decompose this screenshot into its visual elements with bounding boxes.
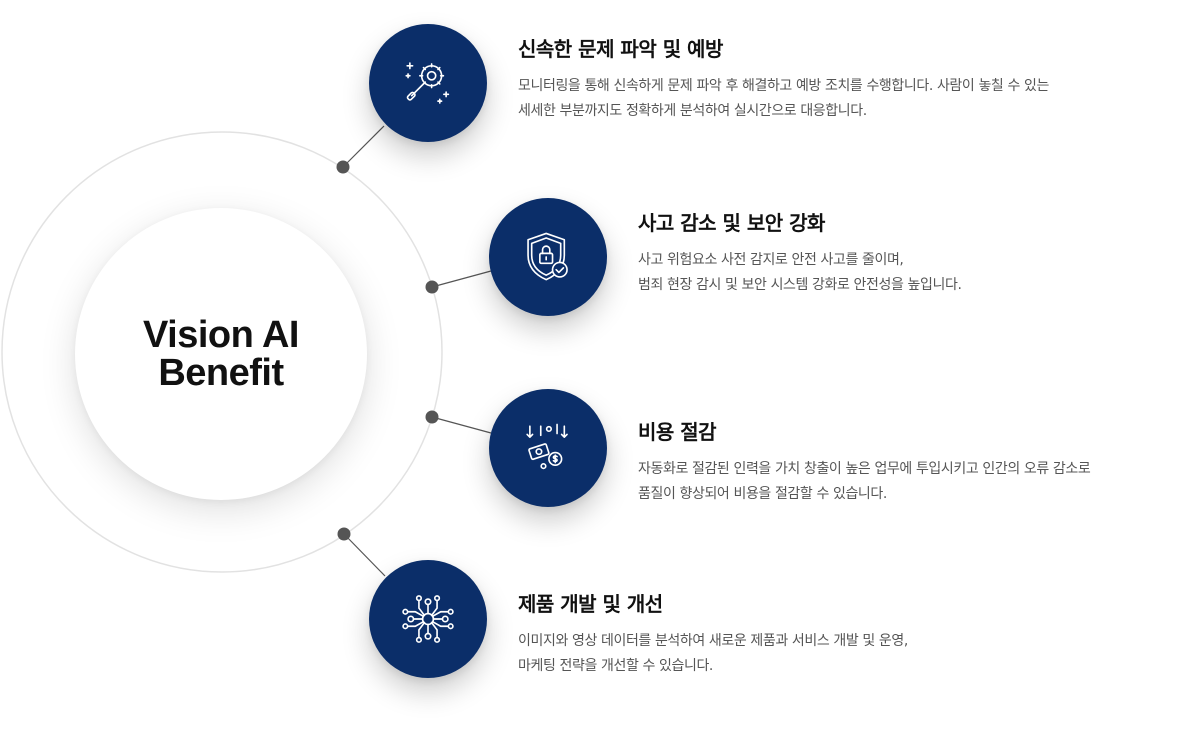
benefit-node-detection bbox=[369, 24, 487, 142]
item-description: 자동화로 절감된 인력을 가치 창출이 높은 업무에 투입시키고 인간의 오류 … bbox=[638, 457, 1091, 507]
item-description-line: 자동화로 절감된 인력을 가치 창출이 높은 업무에 투입시키고 인간의 오류 … bbox=[638, 461, 1091, 477]
item-description: 이미지와 영상 데이터를 분석하여 새로운 제품과 서비스 개발 및 운영, 마… bbox=[518, 629, 908, 679]
connector-line-1 bbox=[342, 125, 385, 168]
money-reduction-icon bbox=[526, 423, 568, 470]
shield-lock-icon bbox=[527, 232, 568, 281]
connector-line-4 bbox=[343, 533, 386, 577]
item-title: 제품 개발 및 개선 bbox=[518, 592, 663, 616]
item-description-line: 이미지와 영상 데이터를 분석하여 새로운 제품과 서비스 개발 및 운영, bbox=[518, 633, 908, 649]
item-description-line: 품질이 향상되어 비용을 절감할 수 있습니다. bbox=[638, 486, 887, 502]
item-description: 사고 위험요소 사전 감지로 안전 사고를 줄이며, 범죄 현장 감시 및 보안… bbox=[638, 248, 962, 298]
benefit-node-security bbox=[489, 198, 607, 316]
item-title: 비용 절감 bbox=[638, 420, 717, 444]
item-description-line: 사고 위험요소 사전 감지로 안전 사고를 줄이며, bbox=[638, 252, 904, 268]
network-nodes-icon bbox=[402, 595, 454, 643]
benefit-item-security: 사고 감소 및 보안 강화 사고 위험요소 사전 감지로 안전 사고를 줄이며,… bbox=[638, 210, 962, 298]
connector-dot-4 bbox=[337, 527, 351, 541]
item-title: 사고 감소 및 보안 강화 bbox=[638, 211, 825, 235]
item-description-line: 모니터링을 통해 신속하게 문제 파악 후 해결하고 예방 조치를 수행합니다.… bbox=[518, 78, 1049, 94]
benefit-item-product: 제품 개발 및 개선 이미지와 영상 데이터를 분석하여 새로운 제품과 서비스… bbox=[518, 591, 908, 679]
magnifier-gear-icon bbox=[405, 62, 450, 104]
center-title-line2: Benefit bbox=[158, 352, 284, 394]
center-title: Vision AI Benefit bbox=[143, 316, 299, 392]
item-description: 모니터링을 통해 신속하게 문제 파악 후 해결하고 예방 조치를 수행합니다.… bbox=[518, 74, 1049, 124]
connector-line-2 bbox=[431, 270, 492, 288]
benefit-item-cost: 비용 절감 자동화로 절감된 인력을 가치 창출이 높은 업무에 투입시키고 인… bbox=[638, 419, 1091, 507]
connector-dot-1 bbox=[336, 160, 350, 174]
connector-line-3 bbox=[431, 416, 492, 434]
center-title-line1: Vision AI bbox=[143, 314, 299, 356]
benefit-node-product bbox=[369, 560, 487, 678]
item-title: 신속한 문제 파악 및 예방 bbox=[518, 37, 723, 61]
connector-dot-2 bbox=[425, 280, 439, 294]
benefit-node-cost bbox=[489, 389, 607, 507]
benefit-item-detection: 신속한 문제 파악 및 예방 모니터링을 통해 신속하게 문제 파악 후 해결하… bbox=[518, 36, 1049, 124]
item-description-line: 마케팅 전략을 개선할 수 있습니다. bbox=[518, 658, 713, 674]
item-description-line: 세세한 부분까지도 정확하게 분석하여 실시간으로 대응합니다. bbox=[518, 103, 867, 119]
orbit-ring bbox=[1, 131, 443, 573]
item-description-line: 범죄 현장 감시 및 보안 시스템 강화로 안전성을 높입니다. bbox=[638, 277, 962, 293]
connector-dot-3 bbox=[425, 410, 439, 424]
center-disc: Vision AI Benefit bbox=[75, 208, 367, 500]
